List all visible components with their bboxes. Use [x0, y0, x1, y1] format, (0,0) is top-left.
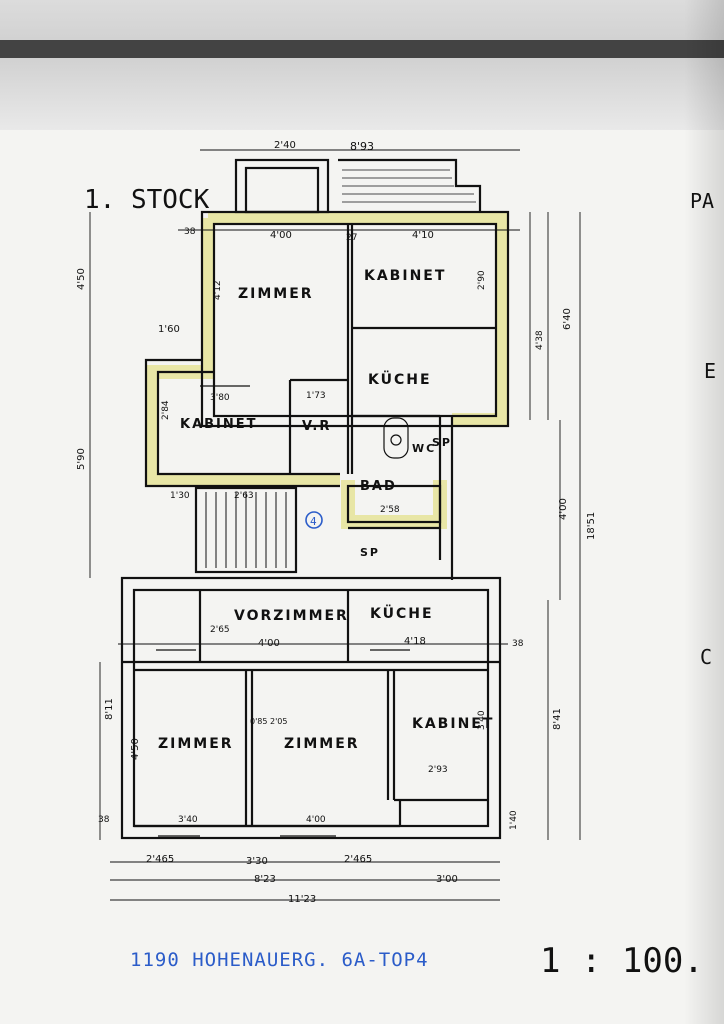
bathroom-fixtures	[383, 417, 409, 459]
dim-label: 6'40	[562, 308, 573, 330]
dim-label: 4'00	[270, 230, 292, 241]
room-sp-lower: SP	[360, 546, 380, 559]
dim-label: 3'00	[436, 874, 458, 885]
dim-label: 2'465	[146, 854, 174, 865]
dim-label: 4'00	[558, 498, 569, 520]
dim-label: 38	[98, 815, 110, 825]
dim-label: 8'23	[254, 874, 276, 885]
address-label: 1190 HOHENAUERG. 6A-TOP4	[130, 949, 429, 971]
dim-label: 38	[512, 639, 524, 649]
dim-label: 4'18	[404, 636, 426, 647]
room-zimmer-top: ZIMMER	[238, 286, 314, 302]
room-kabinet-left: KABINET	[180, 417, 258, 432]
dim-label: 1'40	[509, 810, 519, 830]
dimension-lines	[89, 149, 581, 901]
room-zimmer-mid: ZIMMER	[284, 736, 360, 752]
dim-label: 2'465	[344, 854, 372, 865]
dim-label: 8'93	[350, 140, 374, 153]
room-kueche-top: KÜCHE	[368, 370, 432, 388]
dim-label: 3'30	[246, 856, 268, 867]
room-kueche-lower: KÜCHE	[370, 604, 434, 622]
unit-marker-circle	[305, 511, 323, 529]
dim-label: 8'11	[104, 698, 115, 720]
room-vr: V.R	[302, 419, 331, 434]
dim-label: 1'73	[306, 391, 326, 401]
dimension-labels: 2'40 8'93 4'00 4'10 38 27 4'50 4'12 1'60…	[76, 140, 597, 905]
dim-label: 3'40	[477, 710, 487, 730]
dim-label: 4'00	[306, 815, 326, 825]
edge-letter-3: C	[700, 645, 712, 669]
dim-label: 5'90	[76, 448, 87, 470]
floor-label: 1. STOCK	[84, 185, 210, 215]
edge-letter-1: PA	[690, 189, 714, 213]
dim-label: 4'12	[213, 280, 223, 300]
scan-dark-edge	[0, 40, 724, 58]
dim-label: 18'51	[586, 512, 597, 540]
dim-label: 2'93	[428, 765, 448, 775]
dim-label: 2'63	[234, 491, 254, 501]
unit-highlight-walls	[145, 211, 509, 529]
dim-label: 2'65	[210, 625, 230, 635]
scan-right-shadow	[684, 0, 724, 1024]
room-kabinet-right: KABINET	[412, 716, 494, 732]
room-zimmer-left: ZIMMER	[158, 736, 234, 752]
dim-label: 4'10	[412, 230, 434, 241]
room-kabinet-top: KABINET	[364, 268, 446, 284]
dim-label: 2'84	[161, 400, 171, 420]
dim-label: 1'30	[170, 491, 190, 501]
dim-label: 3'40	[178, 815, 198, 825]
dim-label: 4'50	[130, 738, 141, 760]
dim-label: 1'60	[158, 324, 180, 335]
dim-label: 11'23	[288, 894, 316, 905]
room-wc: WC	[412, 442, 436, 455]
dim-label: 2'58	[380, 505, 400, 515]
dim-label: 0'85 2'05	[250, 717, 287, 726]
room-sp-top: SP	[432, 436, 452, 449]
terrace-hatching	[342, 169, 476, 203]
room-bad: BAD	[360, 479, 397, 494]
dim-label: 38	[184, 227, 196, 237]
dim-label: 2'40	[274, 140, 296, 151]
dim-label: 3'80	[210, 393, 230, 403]
dim-label: 2'90	[477, 270, 487, 290]
dim-label: 4'38	[535, 330, 545, 350]
scale-label: 1 : 100.	[540, 941, 704, 981]
room-vorzimmer: VORZIMMER	[234, 608, 349, 624]
scan-shadow-band	[0, 0, 724, 130]
dim-label: 27	[346, 233, 357, 243]
dim-label: 4'50	[76, 268, 87, 290]
edge-letter-2: E	[704, 359, 716, 383]
staircase	[205, 492, 287, 568]
window-marks	[156, 385, 460, 837]
dim-label: 4'00	[258, 638, 280, 649]
dim-label: 8'41	[552, 708, 563, 730]
unit-marker-number: 4	[310, 515, 317, 528]
